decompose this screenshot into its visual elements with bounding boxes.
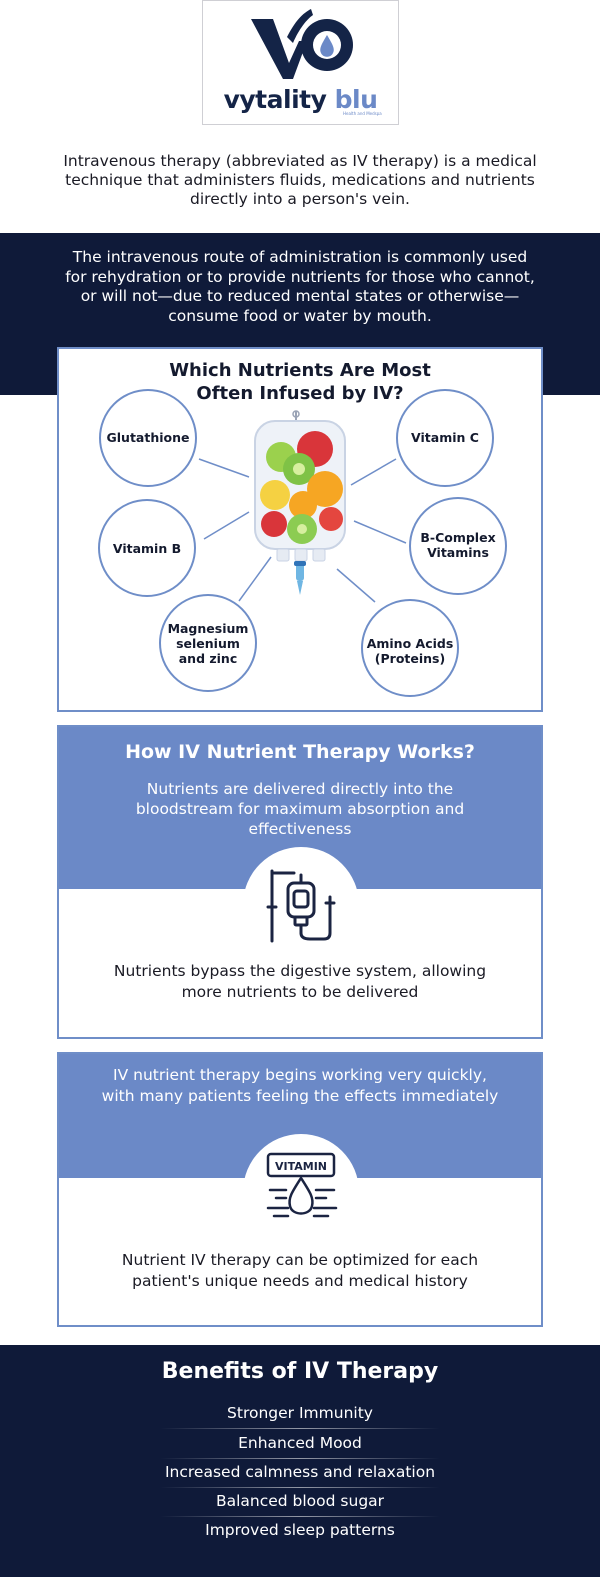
magnesium-circle xyxy=(159,594,257,692)
label-b-complex: B-Complex Vitamins xyxy=(408,530,508,560)
intro-text: Intravenous therapy (abbreviated as IV t… xyxy=(63,152,537,208)
connector-lines xyxy=(198,458,407,603)
benefit-item: Stronger Immunity xyxy=(227,1404,373,1422)
how-it-works-subtitle: Nutrients are delivered directly into th… xyxy=(135,780,465,838)
vitamin-icon-label: VITAMIN xyxy=(275,1160,327,1173)
nutrients-title-line2: Often Infused by IV? xyxy=(196,383,404,404)
benefit-item: Enhanced Mood xyxy=(238,1434,362,1452)
benefits-title: Benefits of IV Therapy xyxy=(161,1359,439,1384)
brand-tagline: Health and Medspa xyxy=(343,111,382,116)
benefit-divider xyxy=(160,1487,440,1488)
how-it-works-body: Nutrients bypass the digestive system, a… xyxy=(113,962,487,1001)
label-b-complex-line2: Vitamins xyxy=(427,545,489,560)
quick-effects-title: IV nutrient therapy begins working very … xyxy=(101,1066,499,1105)
label-glutathione: Glutathione xyxy=(106,430,190,445)
label-vitamin-b: Vitamin B xyxy=(112,541,182,556)
benefit-divider xyxy=(160,1428,440,1429)
quick-effects-card: IV nutrient therapy begins working very … xyxy=(57,1052,543,1327)
benefits-section: Benefits of IV Therapy Stronger Immunity… xyxy=(0,1345,600,1577)
iv-bag-fruit-icon xyxy=(254,410,346,595)
label-vitamin-c: Vitamin C xyxy=(411,430,479,445)
brand-name-part2: blu xyxy=(334,85,378,114)
vitamin-c-circle xyxy=(396,389,494,487)
how-it-works-card: How IV Nutrient Therapy Works? Nutrients… xyxy=(57,725,543,1039)
label-b-complex-line1: B-Complex xyxy=(420,530,496,545)
label-amino-line2: (Proteins) xyxy=(374,651,446,666)
label-magnesium-line1: Magnesium xyxy=(167,621,249,636)
b-complex-circle xyxy=(409,497,507,595)
label-magnesium-line3: and zinc xyxy=(178,651,238,666)
benefit-item: Improved sleep patterns xyxy=(205,1521,395,1539)
benefit-item: Balanced blood sugar xyxy=(215,1492,385,1510)
glutathione-circle xyxy=(99,389,197,487)
iv-drip-icon xyxy=(266,869,336,943)
nutrients-title: Which Nutrients Are Most Often Infused b… xyxy=(59,359,541,405)
benefit-item: Increased calmness and relaxation xyxy=(164,1463,436,1481)
amino-acids-circle xyxy=(361,599,459,697)
icon-backdrop xyxy=(243,847,359,963)
route-text: The intravenous route of administration … xyxy=(65,248,535,325)
vb-logo-mark-icon xyxy=(251,9,353,79)
benefit-divider xyxy=(160,1516,440,1517)
label-amino-acids: Amino Acids (Proteins) xyxy=(360,636,460,666)
label-magnesium-line2: selenium xyxy=(176,636,240,651)
quick-effects-body: Nutrient IV therapy can be optimized for… xyxy=(121,1251,479,1290)
benefit-divider xyxy=(160,1458,440,1459)
how-it-works-title: How IV Nutrient Therapy Works? xyxy=(125,741,475,763)
nutrients-card: Which Nutrients Are Most Often Infused b… xyxy=(57,347,543,712)
brand-logo: vytality blu Health and Medspa xyxy=(202,0,399,125)
brand-name-part1: vytality xyxy=(223,85,327,114)
vitamin-b-circle xyxy=(98,499,196,597)
label-amino-line1: Amino Acids xyxy=(366,636,454,651)
nutrients-diagram xyxy=(98,389,507,697)
brand-name: vytality blu xyxy=(203,85,398,114)
vitamin-drop-icon: VITAMIN xyxy=(266,1152,338,1218)
label-magnesium: Magnesium selenium and zinc xyxy=(158,621,258,666)
nutrients-title-line1: Which Nutrients Are Most xyxy=(169,360,431,381)
